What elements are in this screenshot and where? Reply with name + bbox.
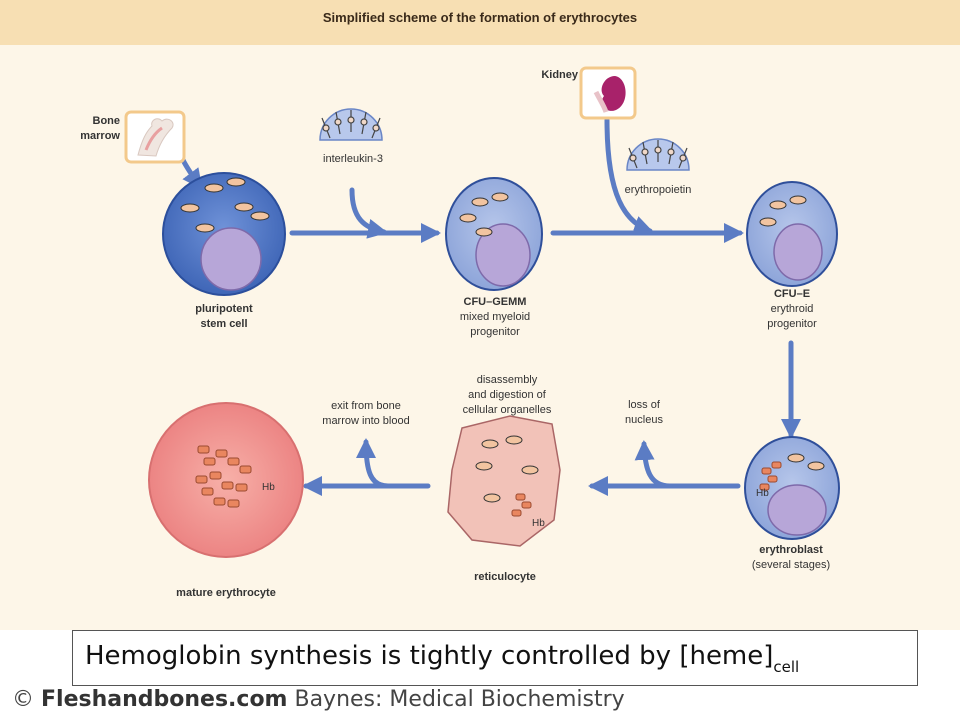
loss-line-1: loss of (628, 399, 660, 411)
figure-title: Simplified scheme of the formation of er… (322, 10, 638, 25)
caption-box: Hemoglobin synthesis is tightly controll… (72, 630, 918, 686)
kidney-icon (579, 66, 637, 120)
hb-label-erythrocyte: Hb (262, 482, 275, 493)
arrow-loss-nucleus (634, 440, 673, 489)
cfu-gemm-cell (445, 177, 543, 291)
cfu-e-name: CFU–E (773, 288, 811, 300)
interleukin-label: interleukin-3 (323, 153, 383, 165)
caption-main: Hemoglobin synthesis is tightly controll… (85, 641, 774, 671)
loss-of-nucleus-label: loss of nucleus (604, 398, 684, 428)
exit-bone-label: exit from bone marrow into blood (312, 399, 420, 429)
erythroblast-desc: (several stages) (751, 559, 831, 571)
disassembly-line-2: and digestion of (468, 389, 546, 401)
arrow-exit-bone (356, 438, 391, 489)
diagram (124, 66, 840, 558)
cfu-gemm-desc-1: mixed myeloid (459, 311, 531, 323)
pluripotent-label: pluripotent stem cell (174, 302, 274, 332)
erythroblast-name: erythroblast (759, 544, 823, 556)
cfu-e-cell (746, 181, 838, 287)
disassembly-line-1: disassembly (476, 374, 538, 386)
cfu-gemm-name: CFU–GEMM (463, 296, 527, 308)
credit-book: Baynes: Medical Biochemistry (294, 687, 625, 712)
exit-line-1: exit from bone (331, 400, 401, 412)
erythropoietin-label: erythropoietin (624, 184, 692, 196)
mature-erythrocyte-label: mature erythrocyte (176, 587, 276, 599)
cfu-e-label: CFU–E erythroid progenitor (742, 287, 842, 332)
pluripotent-line-2: stem cell (200, 318, 248, 330)
loss-line-2: nucleus (625, 414, 663, 426)
bone-icon (124, 110, 186, 164)
hb-label-erythroblast: Hb (756, 488, 769, 499)
arrow-erythropoietin (604, 117, 654, 235)
kidney-label: Kidney (541, 69, 578, 81)
arrow-interleukin (349, 187, 388, 239)
cfu-e-desc-2: progenitor (767, 318, 817, 330)
disassembly-line-3: cellular organelles (462, 404, 552, 416)
cfu-e-desc-1: erythroid (770, 303, 814, 315)
reticulocyte-cell (447, 415, 561, 547)
credit-line: © Fleshandbones.com Baynes: Medical Bioc… (12, 687, 625, 712)
credit-site: Fleshandbones.com (41, 687, 288, 712)
erythroblast-label: erythroblast (several stages) (735, 543, 847, 573)
erythroblast-cell (744, 436, 840, 540)
erythropoietin-receptor-icon (626, 138, 690, 171)
pluripotent-line-1: pluripotent (195, 303, 253, 315)
bone-marrow-line-1: Bone (92, 115, 121, 127)
cfu-gemm-desc-2: progenitor (470, 326, 520, 338)
mature-erythrocyte-cell (148, 402, 304, 558)
bone-marrow-line-2: marrow (80, 130, 120, 142)
disassembly-label: disassembly and digestion of cellular or… (448, 373, 566, 418)
caption: Hemoglobin synthesis is tightly controll… (85, 641, 799, 676)
hb-label-reticulocyte: Hb (532, 518, 545, 529)
copyright-symbol: © (12, 687, 34, 712)
pluripotent-stem-cell (162, 172, 286, 296)
title-band: Simplified scheme of the formation of er… (0, 0, 960, 45)
exit-line-2: marrow into blood (322, 415, 410, 427)
cfu-gemm-label: CFU–GEMM mixed myeloid progenitor (440, 295, 550, 340)
interleukin-receptor-icon (319, 108, 383, 141)
caption-subscript: cell (773, 658, 800, 676)
bone-marrow-label: Bone marrow (72, 114, 120, 144)
reticulocyte-label: reticulocyte (474, 571, 536, 583)
